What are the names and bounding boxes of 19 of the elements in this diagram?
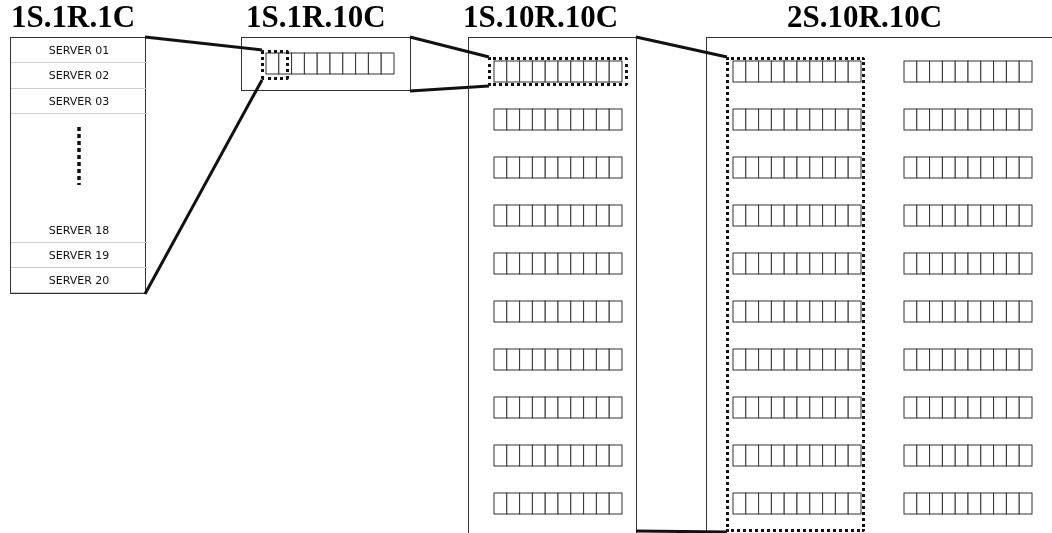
zoom-line — [636, 529, 727, 533]
panel-heading: 1S.1R.10C — [246, 0, 386, 36]
panel-heading: 2S.10R.10C — [787, 0, 942, 36]
selection-outline — [261, 50, 289, 80]
zoom-line — [635, 35, 728, 59]
server-label: SERVER 02 — [11, 63, 147, 89]
server-label: SERVER 20 — [11, 268, 147, 293]
server-label: SERVER 18 — [11, 218, 147, 243]
zoom-line — [409, 84, 490, 93]
server-label: SERVER 19 — [11, 243, 147, 268]
selection-outline — [726, 57, 865, 532]
panel-heading: 1S.1R.1C — [11, 0, 135, 36]
zoom-line — [144, 35, 263, 52]
zoom-line — [409, 35, 490, 59]
server-label: SERVER 03 — [11, 89, 147, 114]
zoom-line — [143, 79, 264, 295]
selection-outline — [488, 57, 628, 86]
panel-heading: 1S.10R.10C — [463, 0, 618, 36]
server-label: SERVER 01 — [11, 38, 147, 63]
